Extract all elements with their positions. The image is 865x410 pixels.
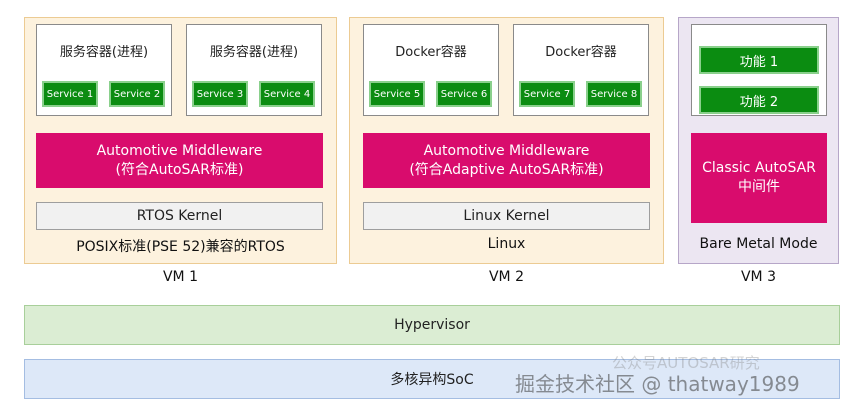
middleware-line-1: Automotive Middleware	[423, 142, 590, 159]
container-title: 服务容器(进程)	[209, 45, 299, 60]
service-2: Service 2	[109, 81, 165, 107]
watermark: 掘金技术社区 @ thatway1989	[515, 372, 800, 396]
vm3-middleware: Classic AutoSAR 中间件	[691, 133, 827, 223]
service-6: Service 6	[436, 81, 492, 107]
middleware-line-2: (符合AutoSAR标准)	[115, 161, 244, 178]
vm3-label: VM 3	[740, 269, 776, 285]
vm2-middleware: Automotive Middleware (符合Adaptive AutoSA…	[363, 133, 650, 188]
hypervisor-layer: Hypervisor	[24, 305, 840, 345]
vm3-caption: Bare Metal Mode	[699, 236, 818, 252]
service-1: Service 1	[42, 81, 98, 107]
service-3: Service 3	[192, 81, 248, 107]
vm2-label: VM 2	[488, 269, 524, 285]
middleware-line-2: 中间件	[738, 179, 780, 195]
vm2-caption: Linux	[487, 236, 526, 252]
service-5: Service 5	[369, 81, 425, 107]
vm1-label: VM 1	[162, 269, 198, 285]
vm2-kernel: Linux Kernel	[363, 202, 650, 230]
container-title: 服务容器(进程)	[59, 45, 149, 60]
service-8: Service 8	[586, 81, 642, 107]
function-1: 功能 1	[699, 46, 819, 74]
middleware-line-1: Automotive Middleware	[96, 142, 263, 159]
middleware-line-2: (符合Adaptive AutoSAR标准)	[409, 161, 604, 178]
soc-layer: 多核异构SoC	[24, 359, 840, 399]
vm1-caption: POSIX标准(PSE 52)兼容的RTOS	[76, 239, 285, 255]
vm1-middleware: Automotive Middleware (符合AutoSAR标准)	[36, 133, 323, 188]
watermark-faint: 公众号AUTOSAR研究	[612, 354, 760, 372]
function-2: 功能 2	[699, 86, 819, 114]
container-title: Docker容器	[545, 45, 617, 60]
vm1-kernel: RTOS Kernel	[36, 202, 323, 230]
middleware-line-1: Classic AutoSAR	[702, 160, 816, 176]
service-7: Service 7	[519, 81, 575, 107]
service-4: Service 4	[259, 81, 315, 107]
container-title: Docker容器	[395, 45, 467, 60]
